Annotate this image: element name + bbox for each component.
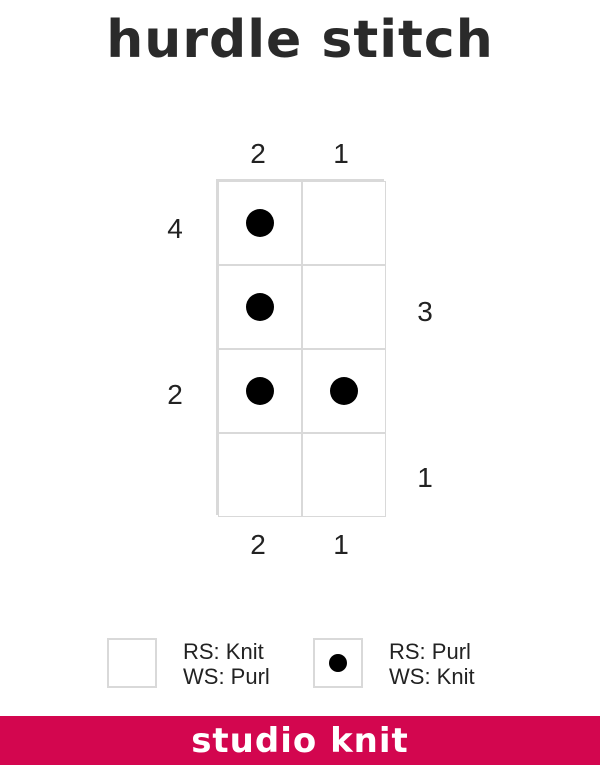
column-number-bottom-1: 1 xyxy=(333,529,349,560)
brand-footer: studio knit xyxy=(0,716,600,765)
stitch-chart-grid xyxy=(216,179,386,517)
legend-knit-line1: RS: Knit xyxy=(183,639,264,664)
column-number-bottom-2: 2 xyxy=(250,529,266,560)
brand-name: studio knit xyxy=(191,720,409,761)
purl-dot-icon xyxy=(246,293,274,321)
chart-cell-row3-col2 xyxy=(218,265,302,349)
chart-cell-row3-col1 xyxy=(302,265,386,349)
chart-cell-row4-col1 xyxy=(302,181,386,265)
legend-purl-line2: WS: Knit xyxy=(389,664,475,689)
purl-dot-icon xyxy=(246,377,274,405)
column-number-top-1: 1 xyxy=(333,138,349,169)
chart-cell-row4-col2 xyxy=(218,181,302,265)
chart-cell-row2-col2 xyxy=(218,349,302,433)
legend-knit-line2: WS: Purl xyxy=(183,664,270,689)
purl-dot-icon xyxy=(330,377,358,405)
chart-cell-row2-col1 xyxy=(302,349,386,433)
row-label-2: 2 xyxy=(167,379,183,410)
page-title: hurdle stitch xyxy=(106,10,494,70)
legend-purl-line1: RS: Purl xyxy=(389,639,471,664)
row-label-4: 4 xyxy=(167,213,183,244)
column-number-top-2: 2 xyxy=(250,138,266,169)
row-label-1: 1 xyxy=(417,462,433,493)
legend-purl-symbol xyxy=(313,638,363,688)
row-label-3: 3 xyxy=(417,296,433,327)
legend-knit-symbol xyxy=(107,638,157,688)
purl-dot-icon xyxy=(246,209,274,237)
purl-dot-icon xyxy=(329,654,347,672)
chart-cell-row1-col1 xyxy=(302,433,386,517)
chart-cell-row1-col2 xyxy=(218,433,302,517)
